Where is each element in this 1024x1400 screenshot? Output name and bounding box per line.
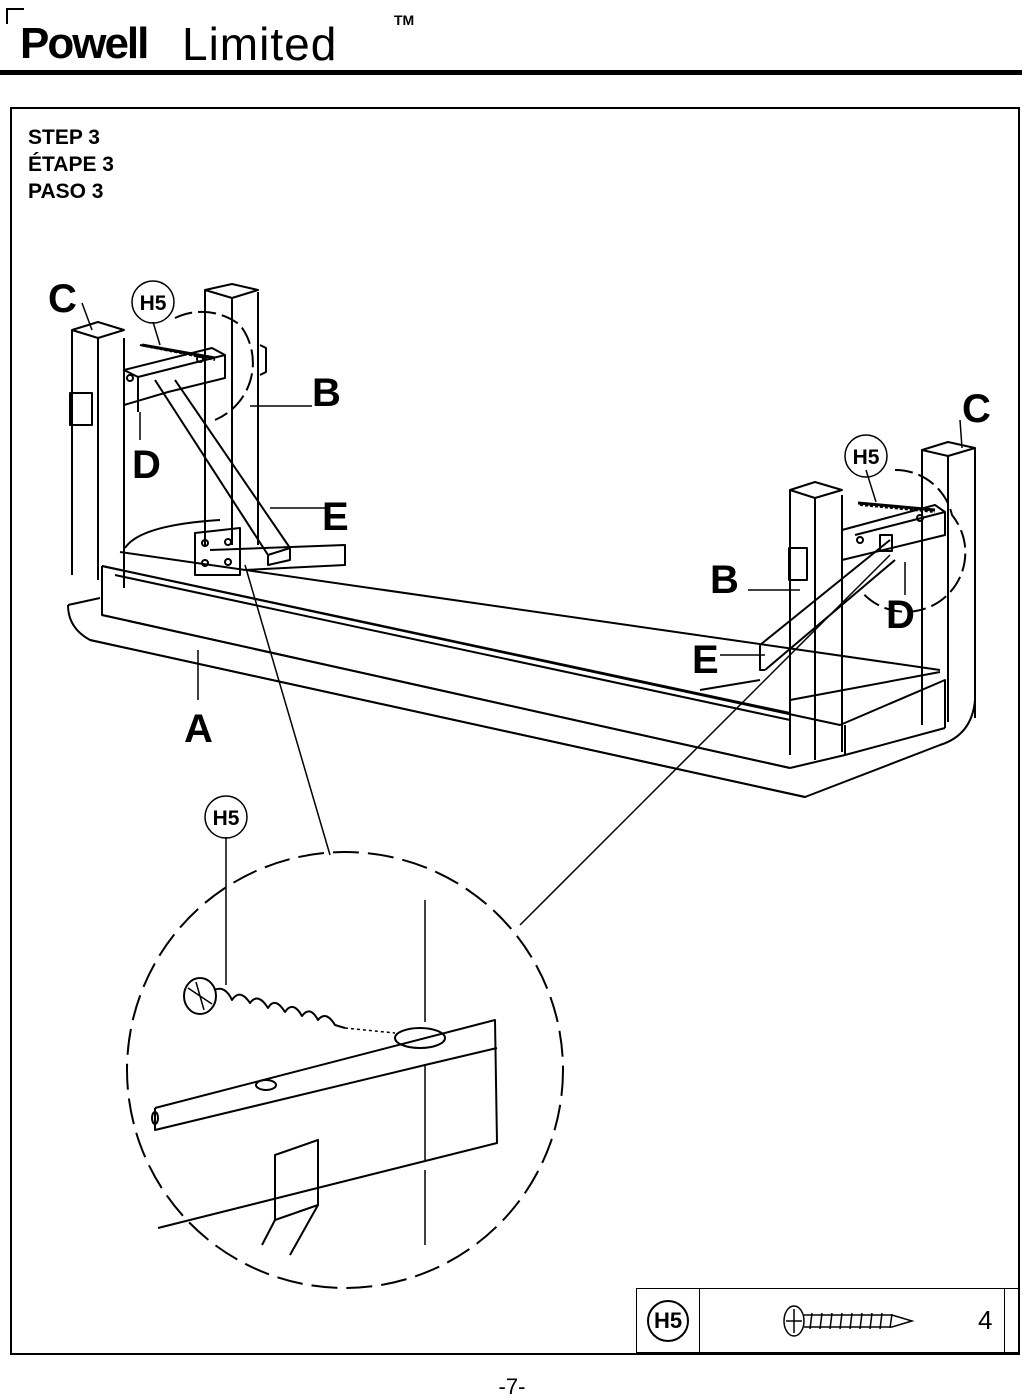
hardware-callout-detail-label: H5	[213, 807, 240, 830]
label-b-right: B	[710, 558, 739, 602]
parts-table-image-cell	[699, 1288, 1005, 1353]
left-legs	[69, 283, 267, 588]
label-b-left: B	[312, 371, 341, 415]
step-title-es: PASO 3	[28, 180, 104, 203]
label-d-left: D	[132, 443, 161, 487]
label-e-right: E	[692, 638, 719, 682]
hardware-callout-left: H5	[131, 280, 175, 324]
step-title-en: STEP 3	[28, 126, 100, 149]
parts-table-id-badge: H5	[647, 1299, 689, 1342]
screw-right-small-icon	[857, 501, 936, 512]
detail-view	[126, 851, 564, 1289]
right-legs	[788, 441, 976, 760]
hardware-callout-right-label: H5	[853, 446, 880, 469]
right-apron-and-brace	[759, 504, 946, 671]
step-title: STEP 3 ÉTAPE 3 PASO 3	[28, 124, 114, 205]
right-zoom-arc	[859, 468, 967, 613]
logo-corner-mark	[6, 8, 24, 24]
parts-table-quantity: 4	[978, 1305, 993, 1335]
trademark-mark: TM	[394, 12, 415, 28]
page-number: -7-	[498, 1374, 526, 1399]
brand-name-bold: Powell	[20, 19, 149, 68]
hardware-callout-detail: H5	[204, 795, 248, 839]
label-c-right: C	[962, 387, 991, 431]
hardware-callout-left-label: H5	[140, 292, 167, 315]
bench-top-a	[67, 519, 976, 798]
label-e-left: E	[322, 495, 349, 539]
label-a: A	[184, 707, 213, 751]
leader-lines	[81, 302, 963, 985]
label-d-right: D	[886, 593, 915, 637]
brand-name-light: Limited	[182, 18, 338, 70]
hardware-callout-right: H5	[844, 434, 888, 478]
screw-left-small-icon	[141, 343, 216, 360]
instruction-frame	[10, 107, 1020, 1355]
mounting-plate	[194, 527, 241, 576]
screw-icon	[783, 1304, 915, 1337]
label-c-left: C	[48, 277, 77, 321]
parts-table: H5	[636, 1288, 1020, 1355]
step-title-fr: ÉTAPE 3	[28, 153, 114, 176]
parts-table-qty-cell	[1004, 1288, 1020, 1353]
left-zoom-arc	[174, 310, 254, 421]
parts-table-id-cell: H5	[636, 1288, 700, 1353]
header-rule	[0, 70, 1022, 75]
